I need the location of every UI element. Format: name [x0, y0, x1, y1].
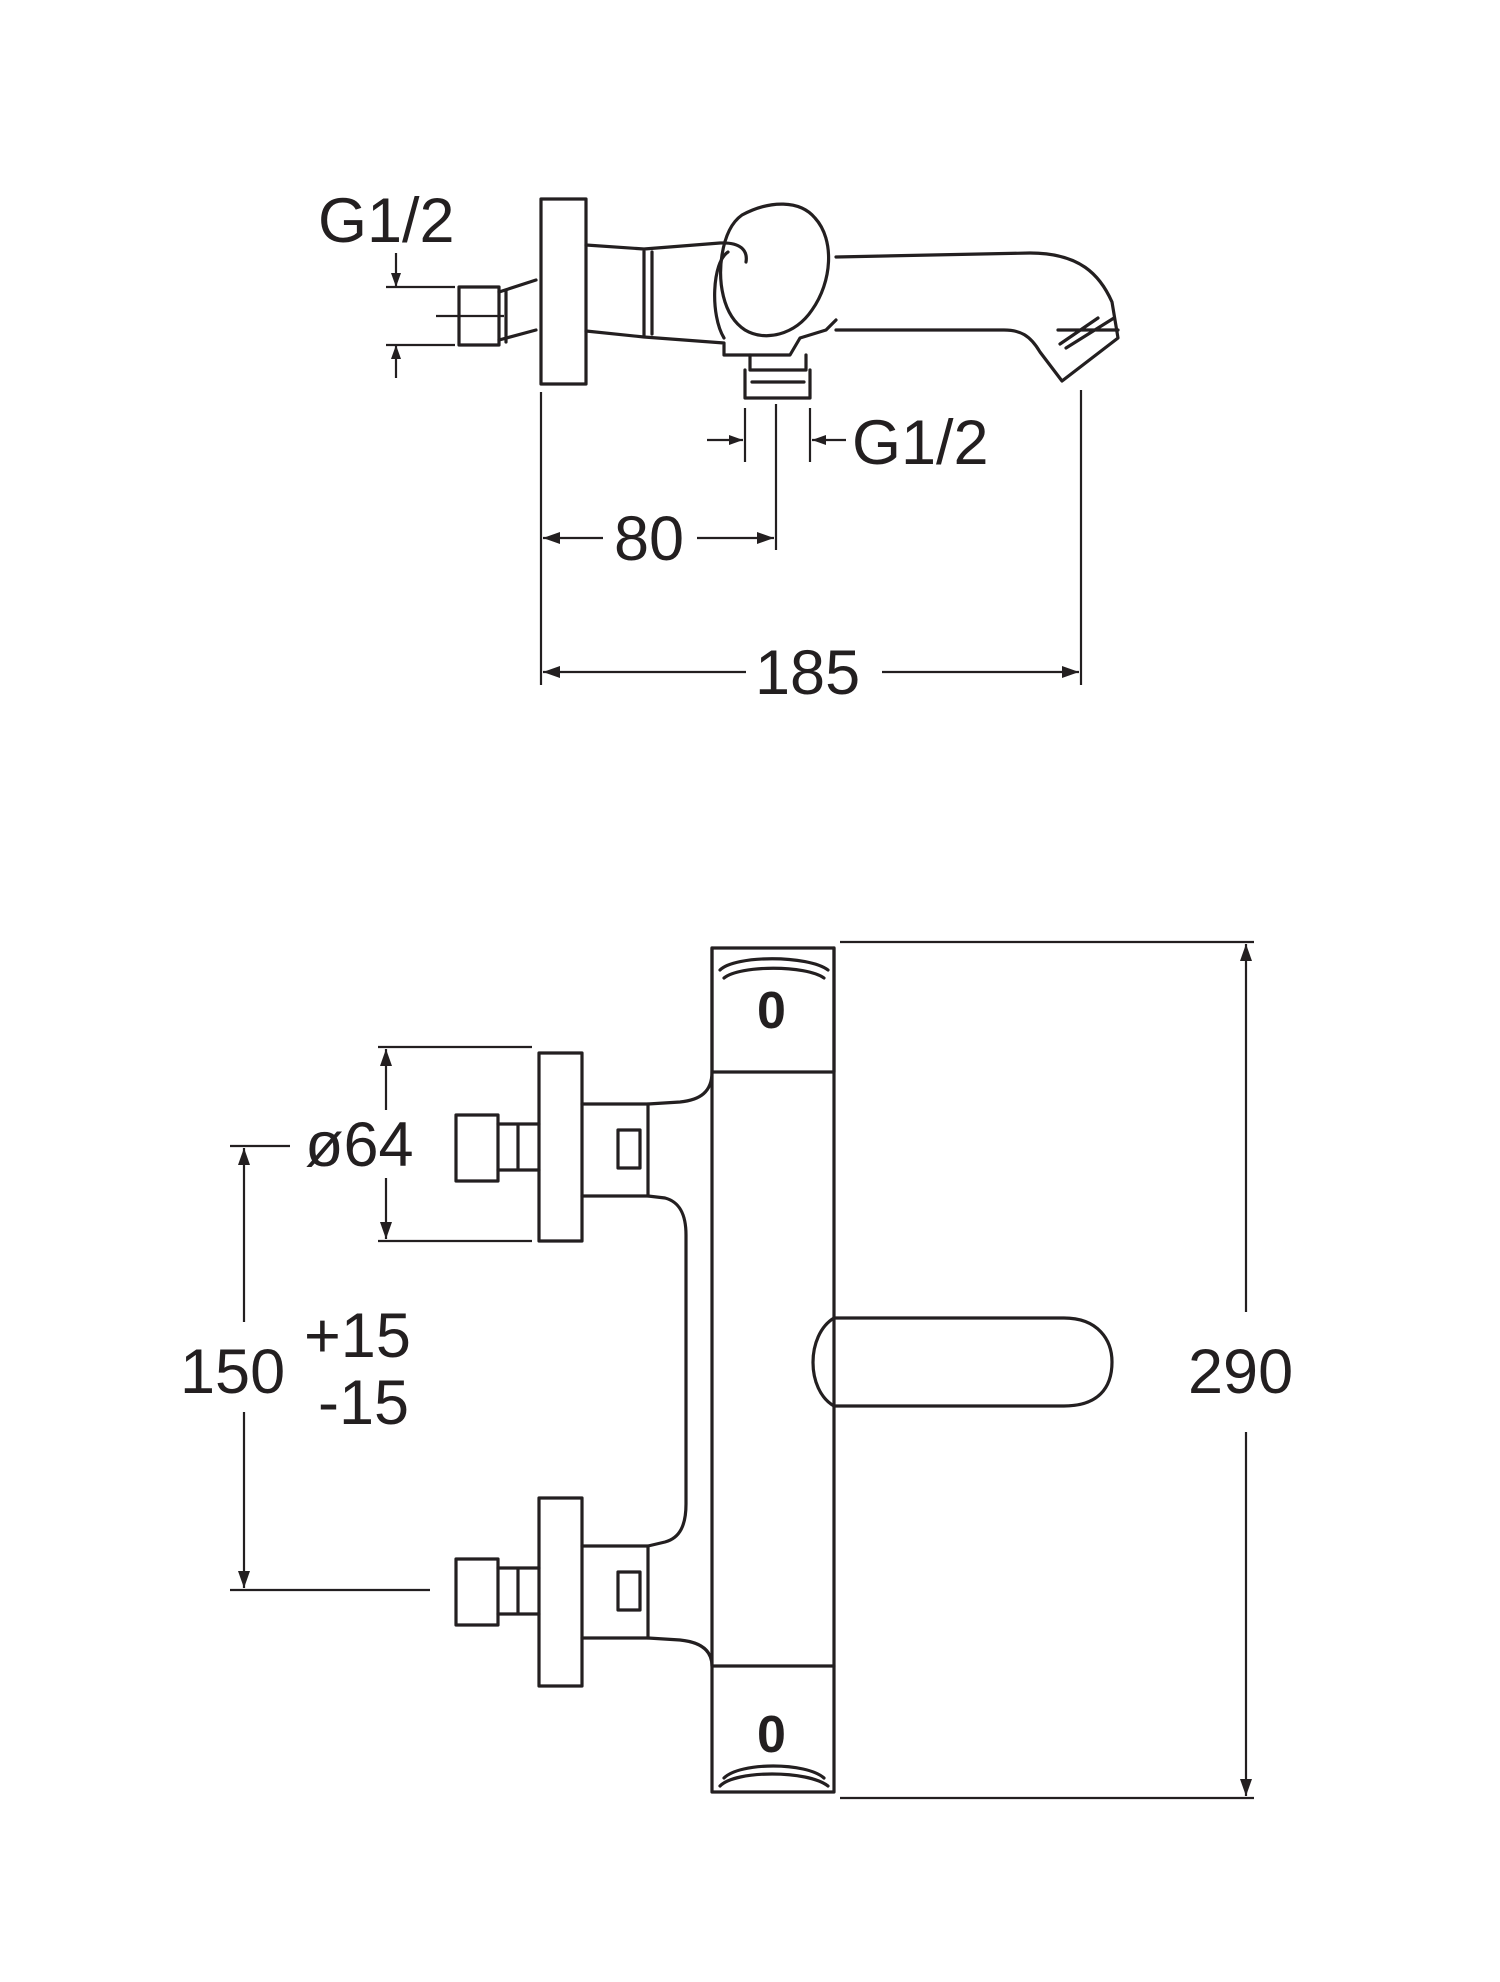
center-distance-dimension: 150 +15 -15 [180, 1144, 430, 1592]
inlet-thread-label: G1/2 [318, 186, 455, 256]
handle-base [713, 250, 730, 340]
spout-outlet-marks [1056, 316, 1120, 350]
top-cap [710, 946, 836, 1074]
lower-inlet-nut [454, 1557, 500, 1627]
upper-inlet [454, 1051, 650, 1243]
mixer-body [584, 241, 1120, 383]
lower-inlet-stop [616, 1570, 642, 1612]
mixer-handle [719, 202, 831, 338]
outlet-thread-dimension: G1/2 [707, 408, 989, 478]
dimension-80-label: 80 [614, 504, 684, 574]
tolerance-minus-label: -15 [318, 1368, 409, 1438]
dimension-80: 80 [539, 392, 778, 685]
upper-inlet-flange [537, 1051, 584, 1243]
lower-inlet [454, 1496, 650, 1688]
outlet-thread-label: G1/2 [852, 408, 989, 478]
inlet-bridge [646, 1070, 714, 1668]
upper-inlet-nut [454, 1113, 500, 1183]
spout [811, 1316, 1114, 1408]
inlet-connector [497, 278, 538, 344]
flange-diameter-dimension: ø64 [305, 1045, 532, 1243]
dimension-185-label: 185 [755, 638, 860, 708]
inlet-thread-dimension: G1/2 [318, 186, 504, 378]
dimension-185: 185 [543, 390, 1083, 708]
upper-inlet-stop [616, 1128, 642, 1170]
front-view: 0 0 [180, 940, 1293, 1800]
lower-inlet-pipe [496, 1566, 541, 1616]
center-distance-label: 150 [180, 1337, 285, 1407]
scale-mark-bottom: 0 [757, 1706, 786, 1764]
mixer-body-outline [710, 946, 836, 1794]
overall-height-label: 290 [1188, 1337, 1293, 1407]
flange-diameter-label: ø64 [305, 1110, 414, 1180]
bottom-outlet-connector [743, 353, 812, 400]
lower-inlet-body [580, 1544, 650, 1640]
scale-mark-top: 0 [757, 982, 786, 1040]
overall-height-dimension: 290 [840, 940, 1293, 1800]
tolerance-plus-label: +15 [304, 1301, 411, 1371]
bottom-cap [710, 1664, 836, 1788]
lower-inlet-flange [537, 1496, 584, 1688]
top-view: G1/2 G1/2 80 18 [318, 186, 1120, 708]
wall-flange [539, 197, 588, 386]
upper-inlet-pipe [496, 1122, 541, 1172]
upper-inlet-body [580, 1102, 650, 1198]
